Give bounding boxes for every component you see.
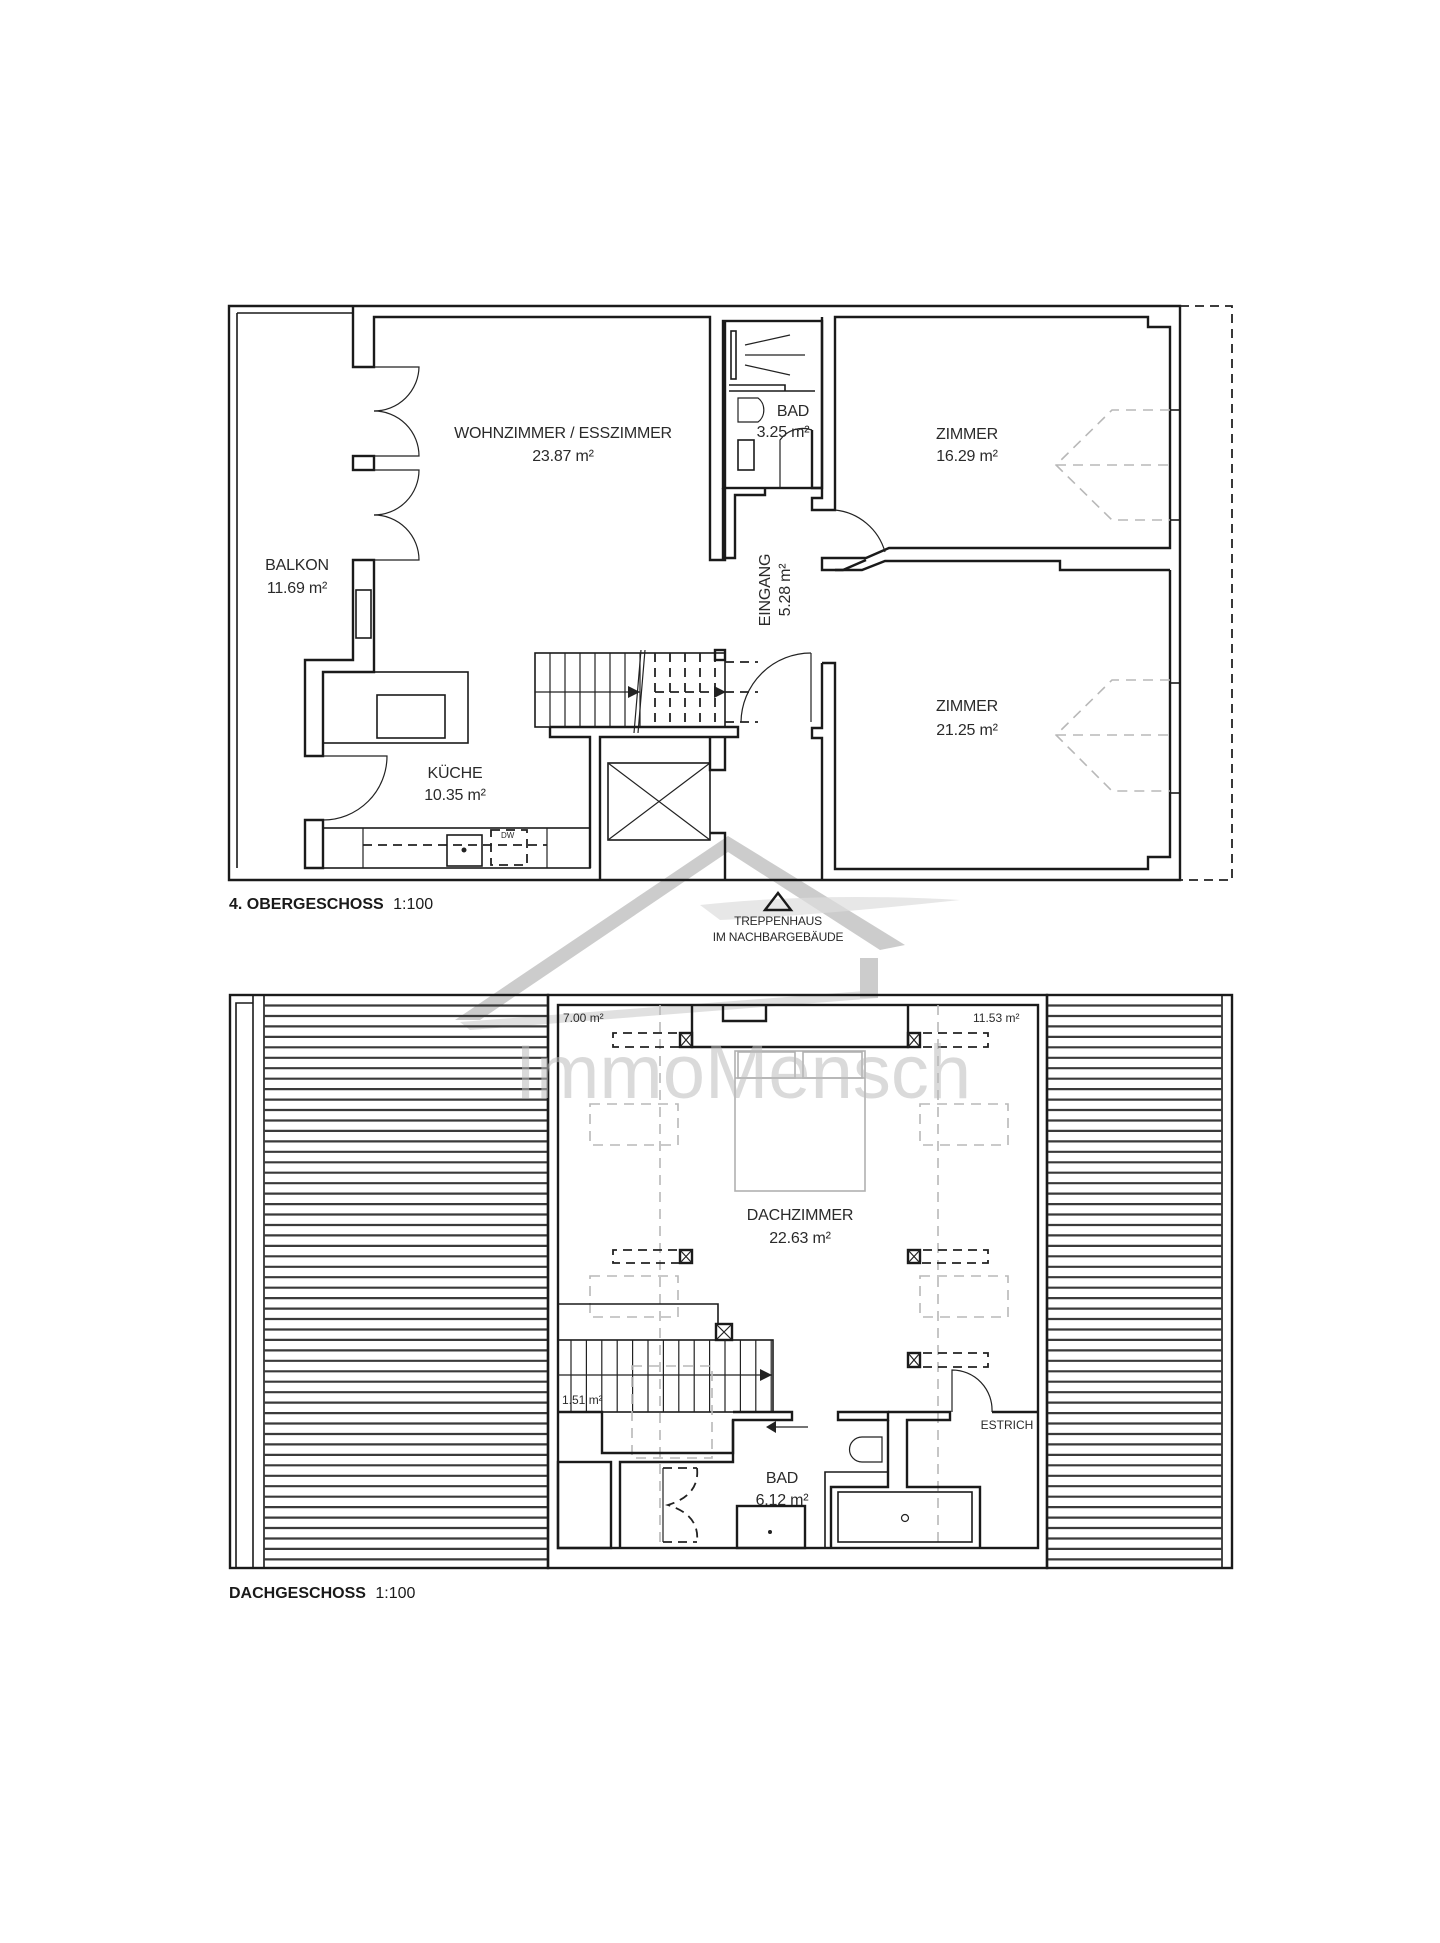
- room-label-zimmer-2: ZIMMER: [936, 698, 998, 715]
- bed-icon: [734, 1050, 866, 1192]
- floor-plan-obergeschoss: DW EINGANG 5.28 m²: [227, 304, 1233, 944]
- room-label-estrich: ESTRICH: [981, 1418, 1034, 1432]
- roof-slope-right: [1045, 993, 1234, 1570]
- stairwell-note-line1: TREPPENHAUS: [734, 914, 822, 928]
- room-label-zimmer-1: ZIMMER: [936, 426, 998, 443]
- svg-text:DACHGESCHOSS 1:100: DACHGESCHOSS 1:100: [229, 1585, 416, 1602]
- room-label-dachzimmer: DACHZIMMER: [747, 1207, 853, 1224]
- triangle-marker-icon: [762, 891, 794, 912]
- sub-area-left: 7.00 m²: [563, 1011, 604, 1025]
- room-area-eingang: 5.28 m²: [777, 563, 794, 617]
- room-area-dachzimmer: 22.63 m²: [769, 1230, 831, 1247]
- room-area-bad-dg: 6.12 m²: [756, 1492, 810, 1509]
- room-area-wohnzimmer: 23.87 m²: [532, 448, 594, 465]
- sub-area-stairs: 1.51 m²: [562, 1393, 603, 1407]
- watermark-house-icon: [455, 836, 960, 1030]
- room-label-eingang: EINGANG: [757, 554, 774, 626]
- room-area-balkon: 11.69 m²: [267, 580, 328, 597]
- floor-title-dachgeschoss: DACHGESCHOSS 1:100: [229, 1585, 416, 1602]
- roof-slope-left: [228, 993, 550, 1570]
- svg-text:4. OBERGESCHOSS 1:100: 4. OBERGESCHOSS 1:100: [229, 896, 433, 913]
- stairwell-note-line2: IM NACHBARGEBÄUDE: [713, 930, 844, 944]
- floor-scale-text: 1:100: [375, 1585, 415, 1602]
- room-label-balkon: BALKON: [265, 557, 329, 574]
- room-label-bad-dg: BAD: [766, 1470, 798, 1487]
- sub-area-right: 11.53 m²: [973, 1011, 1019, 1025]
- room-label-bad-og: BAD: [777, 403, 809, 420]
- watermark-brand-text: ImmoMensch: [515, 1030, 971, 1115]
- room-label-kueche: KÜCHE: [427, 764, 482, 782]
- floor-title-obergeschoss: 4. OBERGESCHOSS 1:100: [229, 896, 433, 913]
- room-label-wohnzimmer: WOHNZIMMER / ESSZIMMER: [454, 425, 672, 442]
- room-area-zimmer-1: 16.29 m²: [936, 448, 998, 465]
- dishwasher-label: DW: [501, 831, 515, 840]
- room-area-bad-og: 3.25 m²: [757, 424, 811, 441]
- floor-scale-text: 1:100: [393, 896, 433, 913]
- room-area-kueche: 10.35 m²: [424, 787, 486, 804]
- floor-title-text: 4. OBERGESCHOSS: [229, 896, 384, 913]
- floor-plan-dachgeschoss: 7.00 m² 11.53 m² 1.51 m² DACHZIMMER 22.6…: [228, 993, 1234, 1570]
- floor-title-text: DACHGESCHOSS: [229, 1585, 366, 1602]
- room-area-zimmer-2: 21.25 m²: [936, 722, 998, 739]
